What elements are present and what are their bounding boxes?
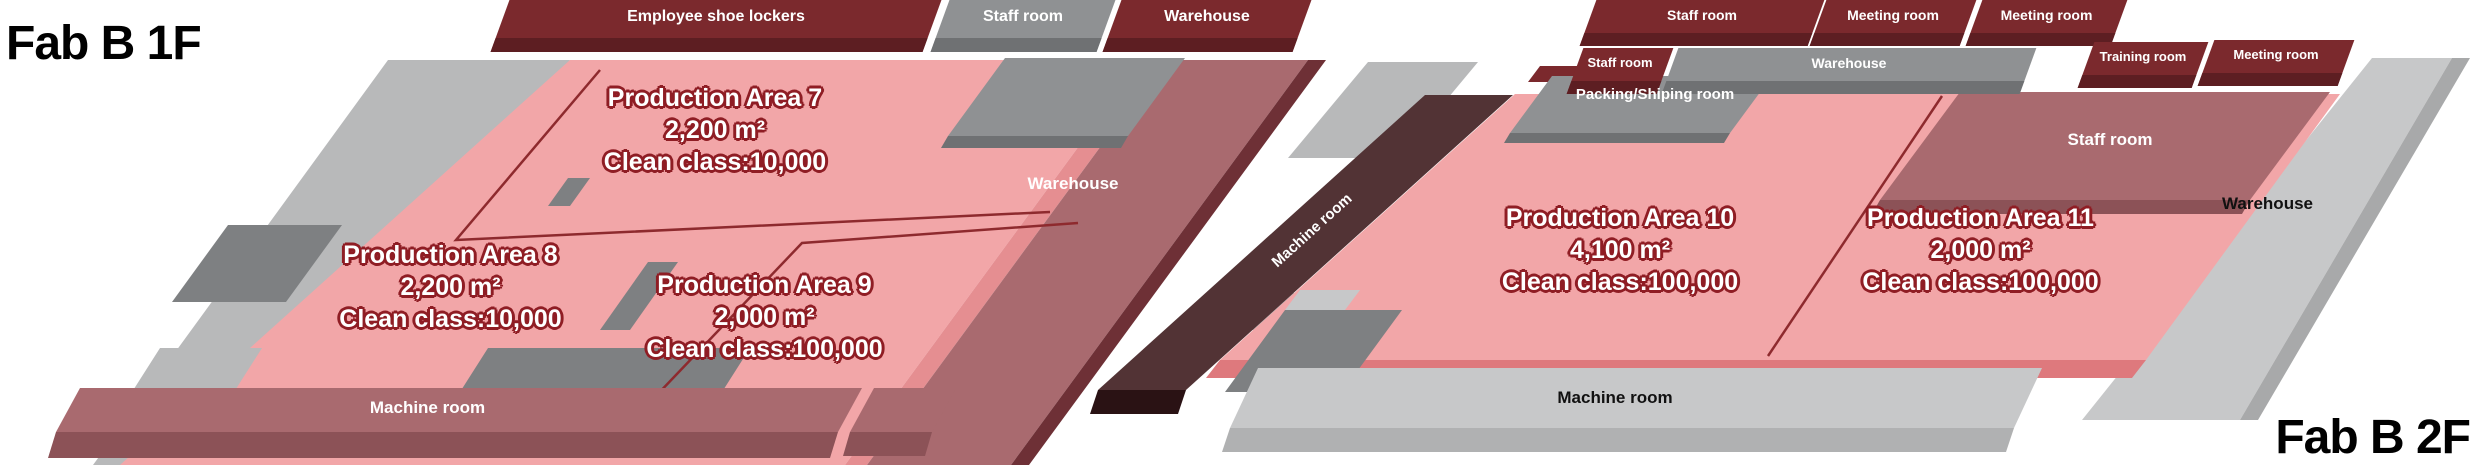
area-name: Production Area 10 [1505,204,1735,232]
area-name: Production Area 8 [343,241,558,269]
area-size: 2,200 m² [664,116,766,144]
room-label: Training room [2099,49,2187,64]
area-clean-class: Clean class:100,000 [1862,268,2099,296]
room-box-staff-room-2f: Staff room [1579,0,1825,46]
room-box-staff-room-1f: Staff room [930,0,1116,52]
fab2f-warehouse-label: Warehouse [2221,194,2313,213]
fab2f-packing-room-label: Packing/Shiping room [1575,86,1735,103]
area-8-label: Production Area 8 2,200 m² Clean class:1… [258,239,643,335]
area-name: Production Area 7 [607,84,823,112]
fab1f-title: Fab B 1F [6,17,202,70]
room-box-staff-room-small-2f: Staff room [1566,48,1674,94]
fab1f-warehouse-label: Warehouse [1027,174,1119,193]
area-name: Production Area 9 [657,271,872,299]
area-10-label: Production Area 10 4,100 m² Clean class:… [1425,202,1815,298]
room-box-warehouse-1f: Warehouse [1102,0,1312,52]
room-label: Meeting room [2000,7,2093,23]
area-size: 2,000 m² [1930,236,2031,264]
fab1f-machine-room-label: Machine room [369,398,486,417]
area-size: 2,000 m² [714,303,815,331]
fab2f-staff-room-label: Staff room [2067,130,2153,149]
area-size: 4,100 m² [1569,236,1671,264]
room-label: Staff room [1667,7,1737,23]
area-11-label: Production Area 11 2,000 m² Clean class:… [1788,202,2173,298]
room-label: Staff room [983,8,1063,25]
room-box-warehouse-2f-top: Warehouse [1661,48,2037,94]
room-label: Warehouse [1164,8,1250,25]
room-box-meeting-room-1: Meeting room [1809,0,1977,46]
room-label: Employee shoe lockers [627,8,805,25]
fab2f-title: Fab B 2F [2275,411,2471,464]
room-label: Meeting room [1847,7,1939,23]
room-box-training-room: Training room [2077,42,2209,88]
room-box-employee-shoe-lockers: Employee shoe lockers [490,0,942,52]
area-clean-class: Clean class:100,000 [1501,268,1739,296]
area-7-label: Production Area 7 2,200 m² Clean class:1… [520,82,910,178]
room-label: Warehouse [1811,55,1887,71]
area-clean-class: Clean class:10,000 [603,148,827,176]
room-box-meeting-room-3: Meeting room [2197,40,2355,86]
area-name: Production Area 11 [1867,204,2094,232]
room-box-meeting-room-2: Meeting room [1965,0,2128,46]
room-label: Staff room [1587,55,1653,70]
area-clean-class: Clean class:10,000 [339,305,562,333]
area-clean-class: Clean class:100,000 [646,335,883,363]
area-size: 2,200 m² [400,273,501,301]
fab2f-machine-room-label: Machine room [1557,388,1673,407]
room-label: Meeting room [2233,47,2319,62]
area-9-label: Production Area 9 2,000 m² Clean class:1… [572,269,957,365]
